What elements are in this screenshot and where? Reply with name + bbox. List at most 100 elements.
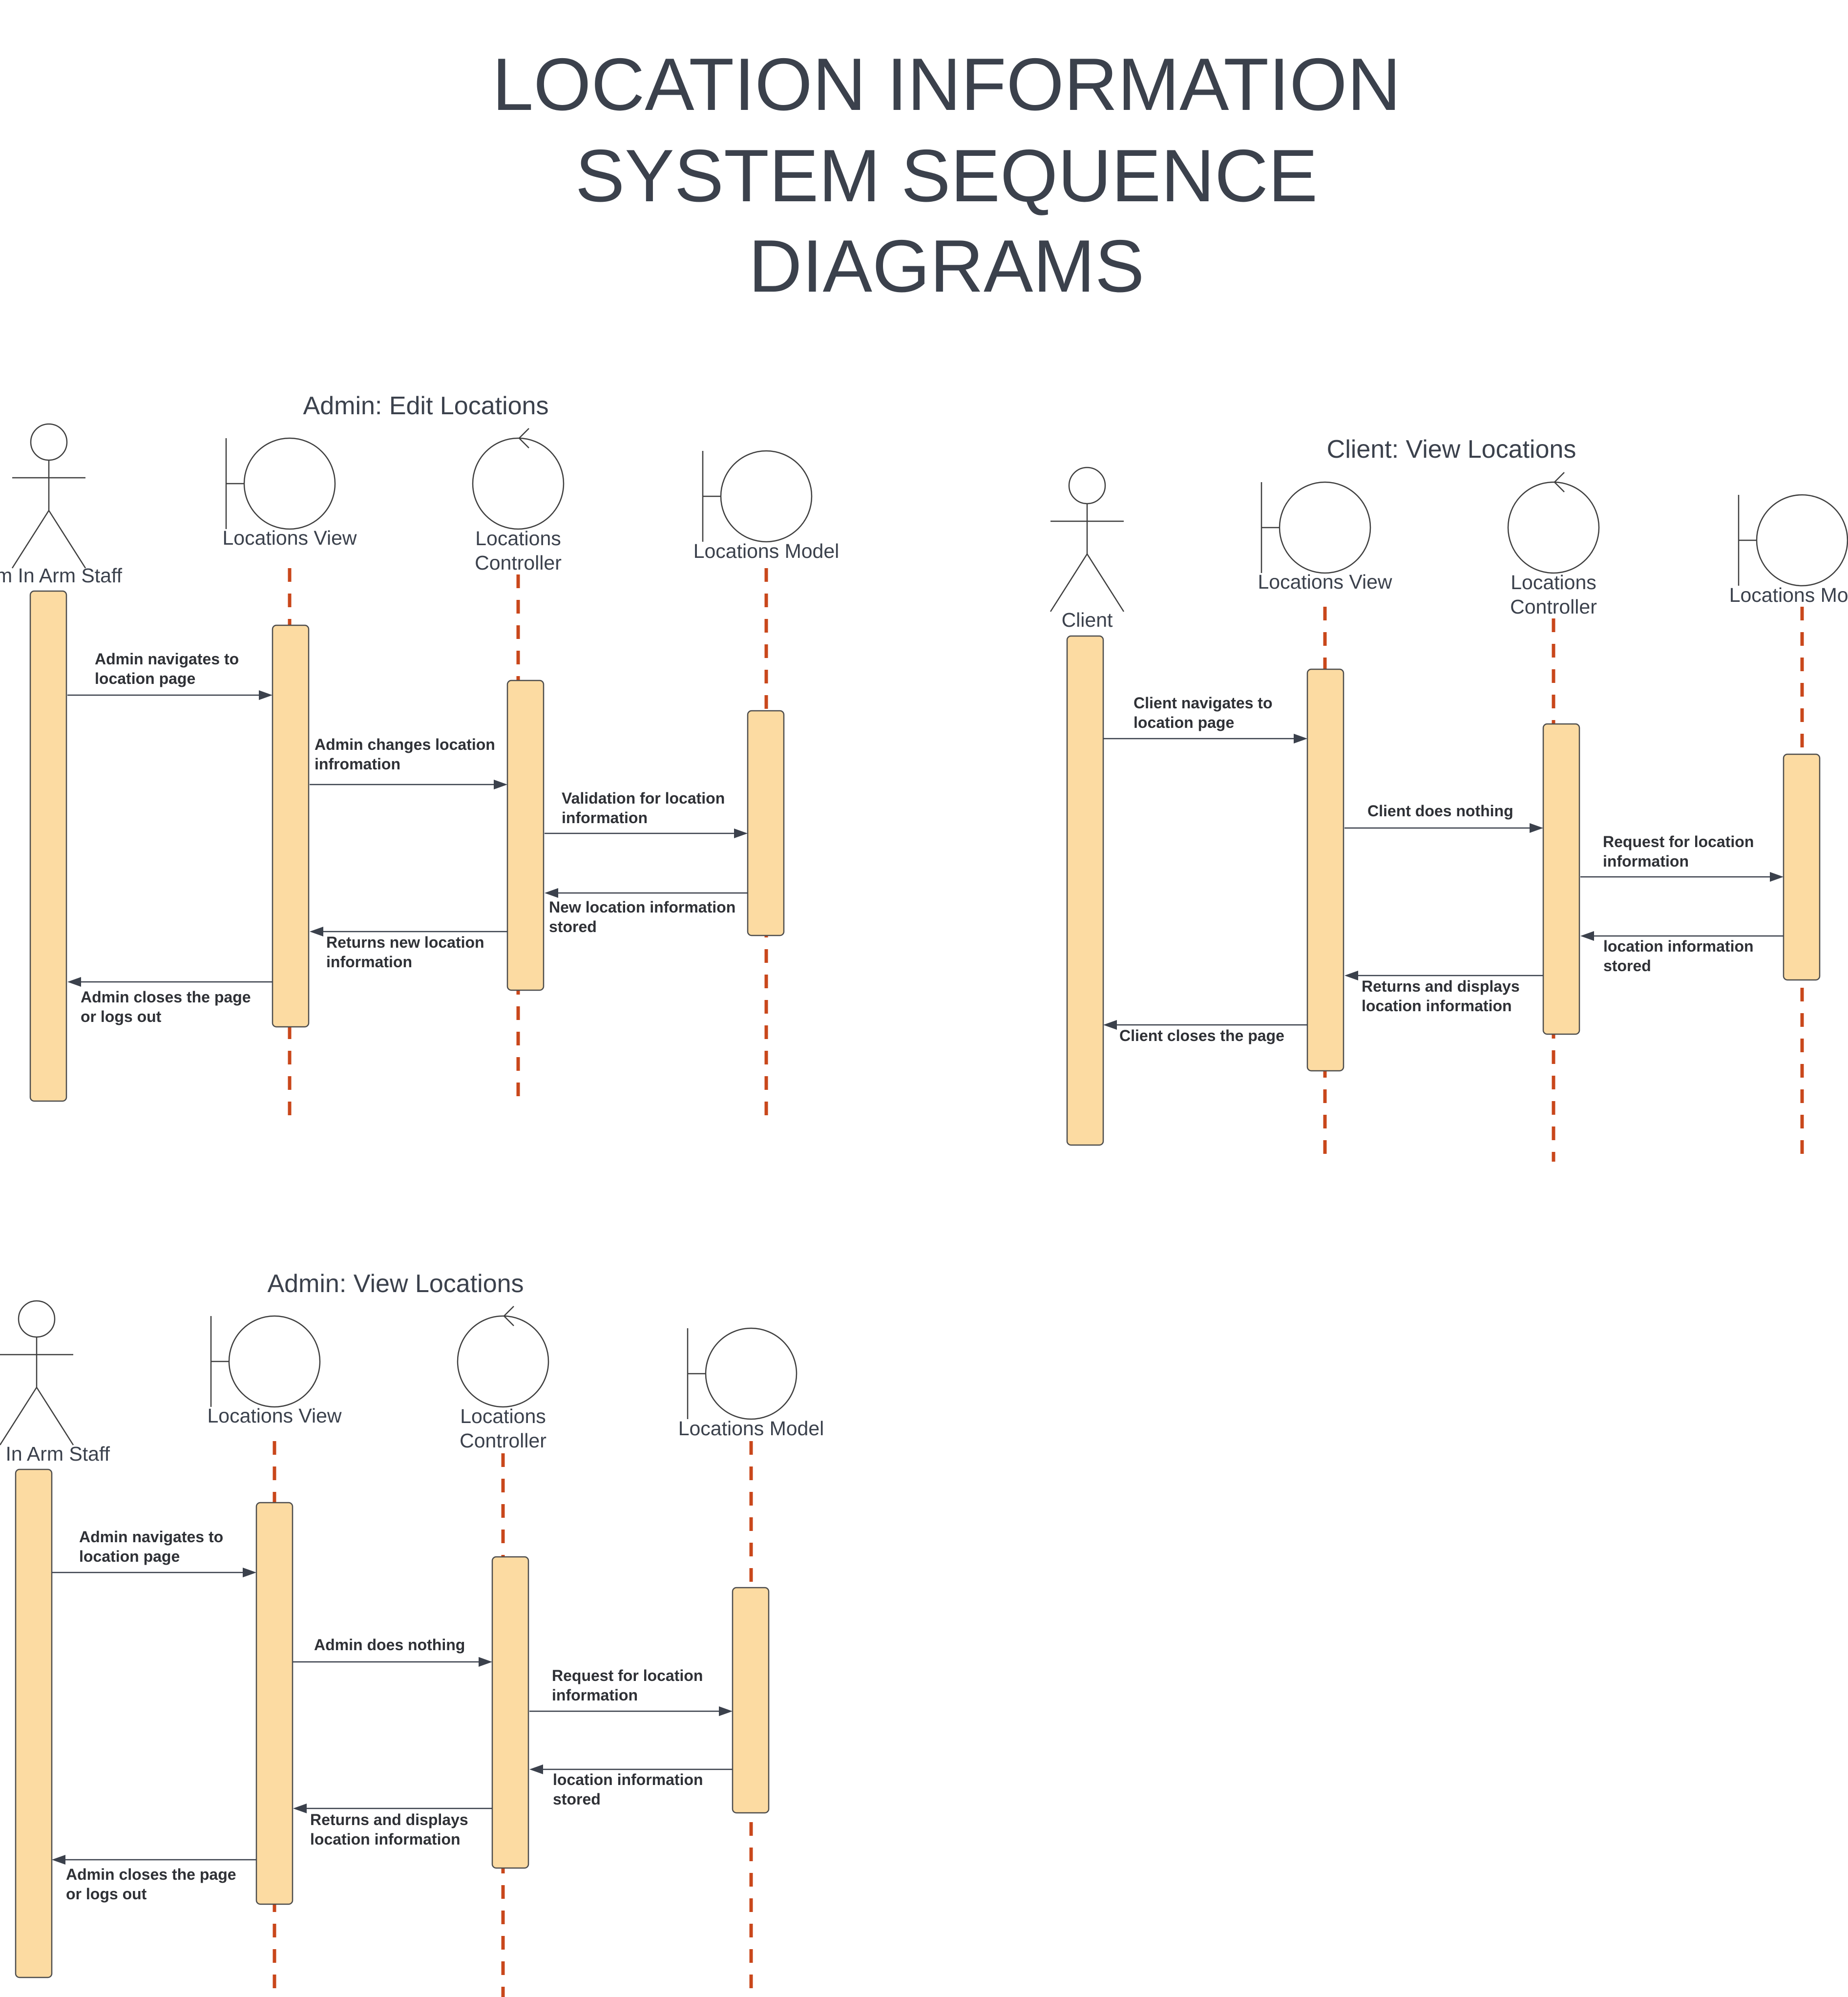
message-label: Admin navigates to: [95, 650, 239, 668]
participant-actor: Arm In Arm Staff: [0, 1300, 110, 1465]
message-label: Returns new location: [326, 934, 484, 951]
diagram-title: Admin: Edit Locations: [303, 392, 549, 420]
control-icon: [457, 1306, 549, 1408]
boundary-icon: [225, 437, 336, 530]
arrowhead-icon: [1103, 1020, 1117, 1030]
actor-icon: [11, 423, 86, 569]
boundary-icon: [1260, 481, 1371, 574]
activation-bar: [491, 1556, 529, 1869]
message-label: Admin closes the page: [66, 1866, 236, 1883]
message-label: location information: [553, 1771, 703, 1788]
participant-label: Locations Model: [678, 1417, 824, 1440]
message-label: location page: [1134, 714, 1234, 731]
message-label: location information: [310, 1830, 461, 1848]
participant-boundary: Locations Model: [1729, 494, 1848, 606]
activation-bar: [1066, 635, 1104, 1146]
message: Client navigates to location page: [1103, 694, 1307, 744]
arrowhead-icon: [1530, 823, 1543, 833]
arrowhead-icon: [545, 888, 558, 898]
actor-icon: [1050, 467, 1125, 612]
message-label: or logs out: [81, 1008, 162, 1025]
participant-label: Locations: [460, 1405, 546, 1427]
activation-bar: [1783, 753, 1821, 981]
activation-bar: [255, 1502, 294, 1905]
arrowhead-icon: [52, 1855, 65, 1865]
arrowhead-icon: [293, 1804, 307, 1813]
arrowhead-icon: [1770, 872, 1784, 882]
message-label: Returns and displays: [1362, 977, 1520, 995]
message-label: Client does nothing: [1367, 802, 1513, 820]
message-label: Admin closes the page: [81, 988, 251, 1006]
boundary-icon: [1738, 494, 1848, 587]
message-label: stored: [553, 1790, 601, 1808]
participant-label: Controller: [1510, 595, 1597, 618]
control-icon: [472, 428, 565, 530]
message-label: Client navigates to: [1134, 694, 1273, 712]
activation-bar: [506, 680, 545, 991]
message: Admin closes the page or logs out: [67, 977, 273, 1025]
arrowhead-icon: [243, 1568, 256, 1577]
activation-bar: [29, 590, 67, 1102]
message: location information stored: [529, 1764, 733, 1808]
message: Client closes the page: [1103, 1020, 1307, 1044]
message: Validation for location information: [545, 789, 748, 838]
participant-label: Locations View: [207, 1404, 341, 1427]
participant-boundary: Locations View: [1258, 481, 1392, 593]
message-label: location information: [1603, 937, 1754, 955]
message-label: stored: [549, 918, 597, 935]
participant-boundary: Locations Model: [693, 450, 840, 562]
participant-boundary: Locations View: [207, 1315, 342, 1427]
activation-bar: [1542, 723, 1580, 1035]
message-label: Request for location: [552, 1667, 703, 1684]
participant-actor: Arm In Arm Staff: [0, 423, 123, 587]
message-label: information: [552, 1686, 638, 1704]
arrowhead-icon: [259, 690, 273, 700]
control-icon: [1507, 472, 1600, 574]
message-label: Returns and displays: [310, 1811, 468, 1828]
message-label: Validation for location: [562, 789, 725, 807]
sequence-diagram-3: Admin: View LocationsArm In Arm StaffLoc…: [0, 1270, 824, 1997]
arrowhead-icon: [734, 829, 748, 838]
message-label: Admin navigates to: [79, 1528, 223, 1546]
participant-label: Locations: [1511, 571, 1596, 594]
arrowhead-icon: [1580, 931, 1594, 941]
activation-bar: [747, 710, 785, 936]
message: Admin closes the page or logs out: [52, 1855, 256, 1903]
activation-bar: [1306, 668, 1344, 1072]
arrowhead-icon: [479, 1657, 492, 1667]
message-label: information: [326, 953, 412, 971]
boundary-icon: [210, 1315, 321, 1408]
participant-label: Locations View: [1258, 571, 1392, 593]
arrowhead-icon: [1344, 971, 1358, 980]
participant-label: Arm In Arm Staff: [0, 1443, 110, 1465]
message: Returns and displays location information: [293, 1804, 492, 1848]
page-title-line: LOCATION INFORMATION: [492, 43, 1401, 126]
message-label: infromation: [315, 755, 400, 773]
message: Admin navigates to location page: [52, 1528, 256, 1577]
boundary-icon: [702, 450, 813, 543]
message: New location information stored: [545, 888, 748, 935]
participant-boundary: Locations View: [222, 437, 357, 549]
sequence-diagram-1: Admin: Edit LocationsArm In Arm StaffLoc…: [0, 392, 839, 1120]
message: Request for location information: [529, 1667, 733, 1716]
message-label: location page: [79, 1548, 180, 1565]
message-label: New location information: [549, 898, 735, 916]
page-title-line: DIAGRAMS: [749, 225, 1145, 308]
message-label: Admin changes location: [315, 736, 495, 753]
participant-label: Locations: [475, 527, 561, 550]
message-label: or logs out: [66, 1885, 147, 1903]
activation-bar: [15, 1468, 53, 1978]
participant-label: Locations Model: [1729, 584, 1848, 606]
participant-label: Locations Model: [693, 540, 840, 562]
message-label: information: [562, 809, 648, 827]
message-label: information: [1603, 852, 1689, 870]
participant-label: Controller: [460, 1429, 546, 1452]
